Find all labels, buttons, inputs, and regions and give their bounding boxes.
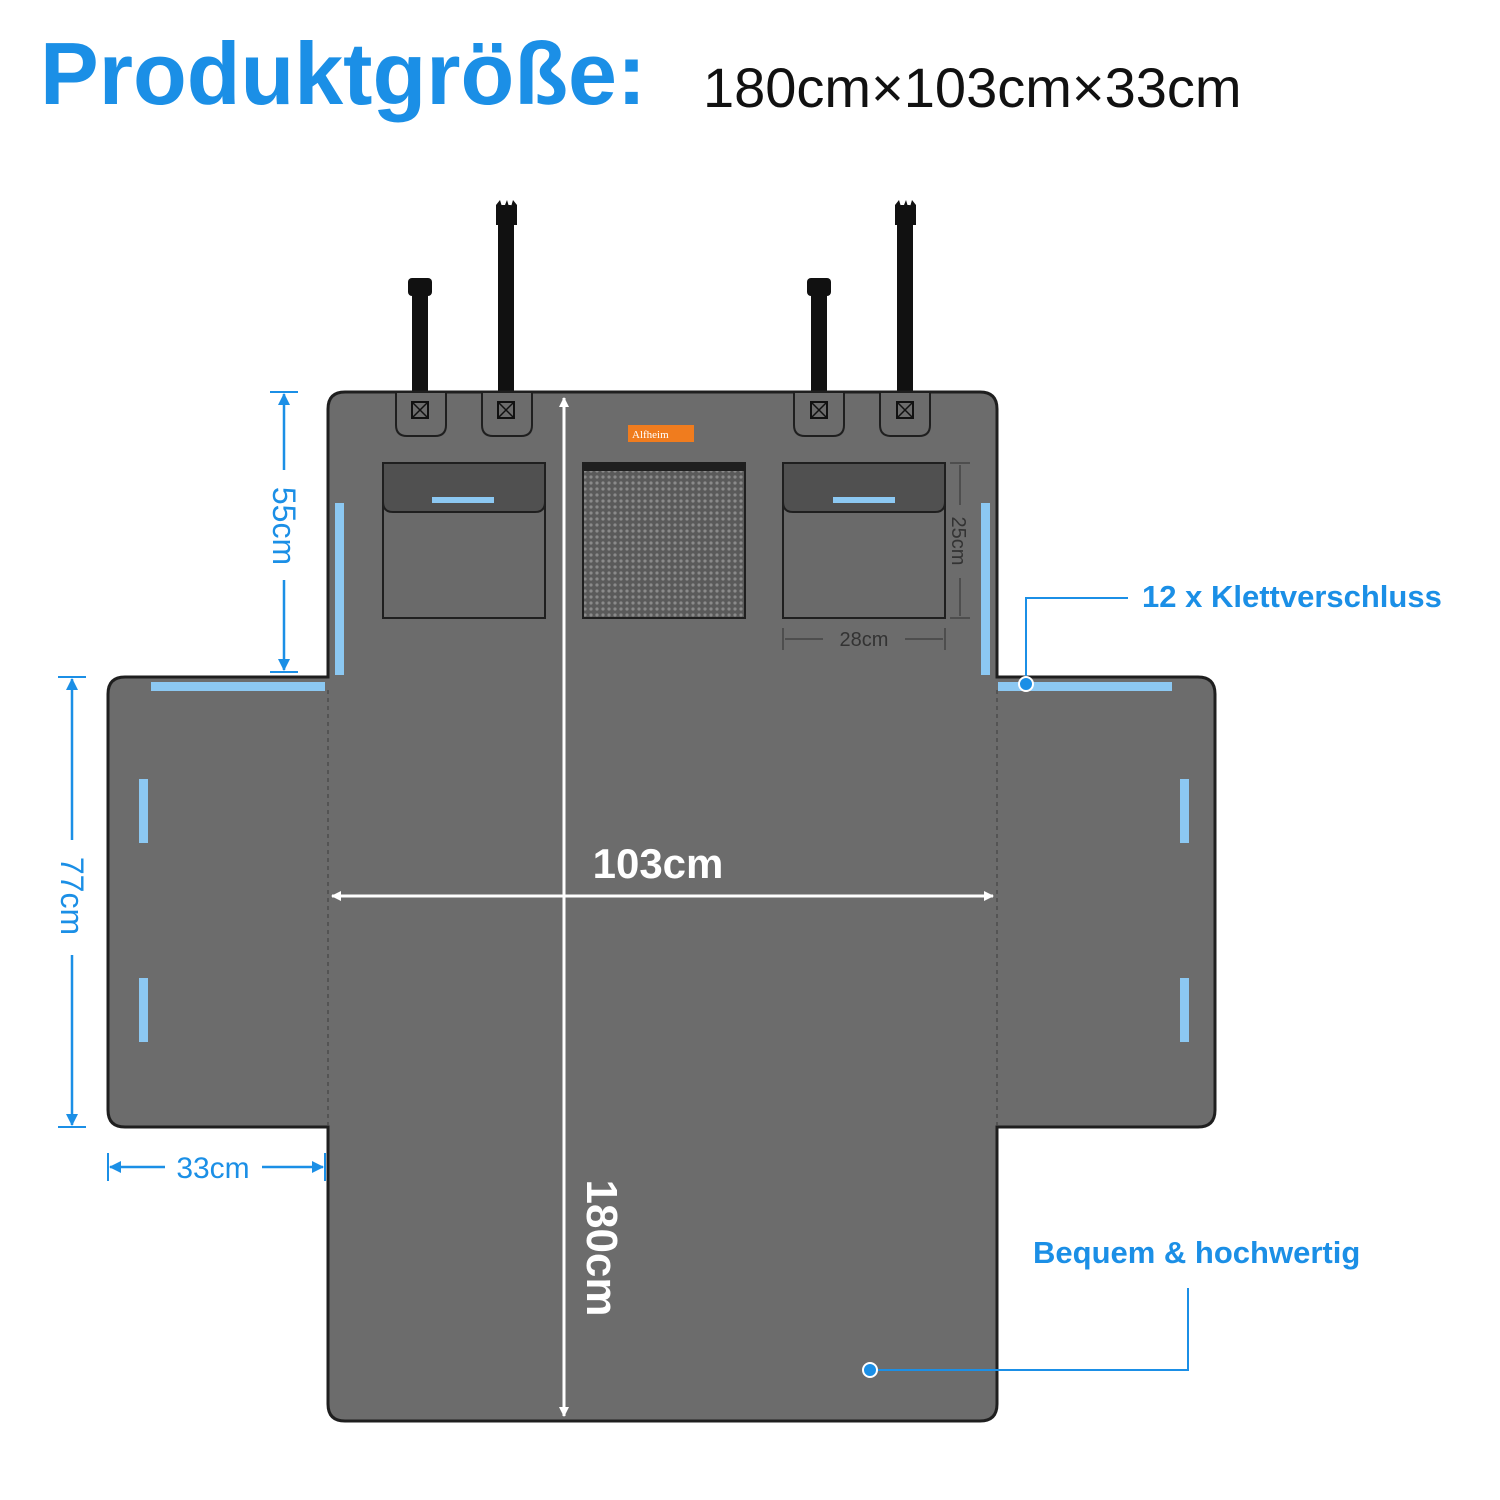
- side-flap-dimension: [58, 676, 86, 1128]
- quality-callout: [862, 1288, 1189, 1378]
- product-size: 180cm×103cm×33cm: [703, 56, 1242, 119]
- flap-width-label: 33cm: [176, 1152, 249, 1185]
- anchor-2: [481, 391, 533, 437]
- strap-long-right: [895, 200, 916, 405]
- page-title: Produktgröße:: [40, 24, 647, 123]
- strap-long-left: [496, 200, 517, 405]
- pocket-height-label: 25cm: [947, 517, 969, 566]
- length-label: 180cm: [577, 1179, 626, 1316]
- pocket-width-label: 28cm: [840, 629, 889, 651]
- top-section-label: 55cm: [266, 487, 302, 565]
- anchor-1: [395, 391, 447, 437]
- quality-callout-label: Bequem & hochwertig: [1033, 1235, 1360, 1270]
- velcro-callout-label: 12 x Klettverschluss: [1142, 579, 1442, 614]
- brand-logo: Alfheim: [628, 425, 694, 442]
- velcro-callout: [1018, 597, 1128, 692]
- strap-anchors: [395, 391, 931, 437]
- flap-width-dimension: [107, 1153, 326, 1181]
- strap-short-left: [408, 278, 432, 403]
- pocket-left: [382, 462, 546, 619]
- side-flap-label: 77cm: [54, 857, 90, 935]
- anchor-3: [793, 391, 845, 437]
- pocket-width-dimension: [782, 628, 946, 650]
- strap-short-right: [807, 278, 831, 403]
- brand-logo-text: Alfheim: [632, 429, 669, 441]
- seat-cover-mat: [106, 390, 1217, 1423]
- pocket-height-dimension: [950, 462, 970, 619]
- pocket-right: [782, 462, 946, 619]
- anchor-4: [879, 391, 931, 437]
- width-label: 103cm: [593, 840, 724, 887]
- mesh-pocket: [582, 462, 746, 619]
- headrest-straps: [408, 200, 916, 405]
- top-section-dimension: [270, 391, 298, 673]
- velcro-strips: [139, 503, 1189, 1042]
